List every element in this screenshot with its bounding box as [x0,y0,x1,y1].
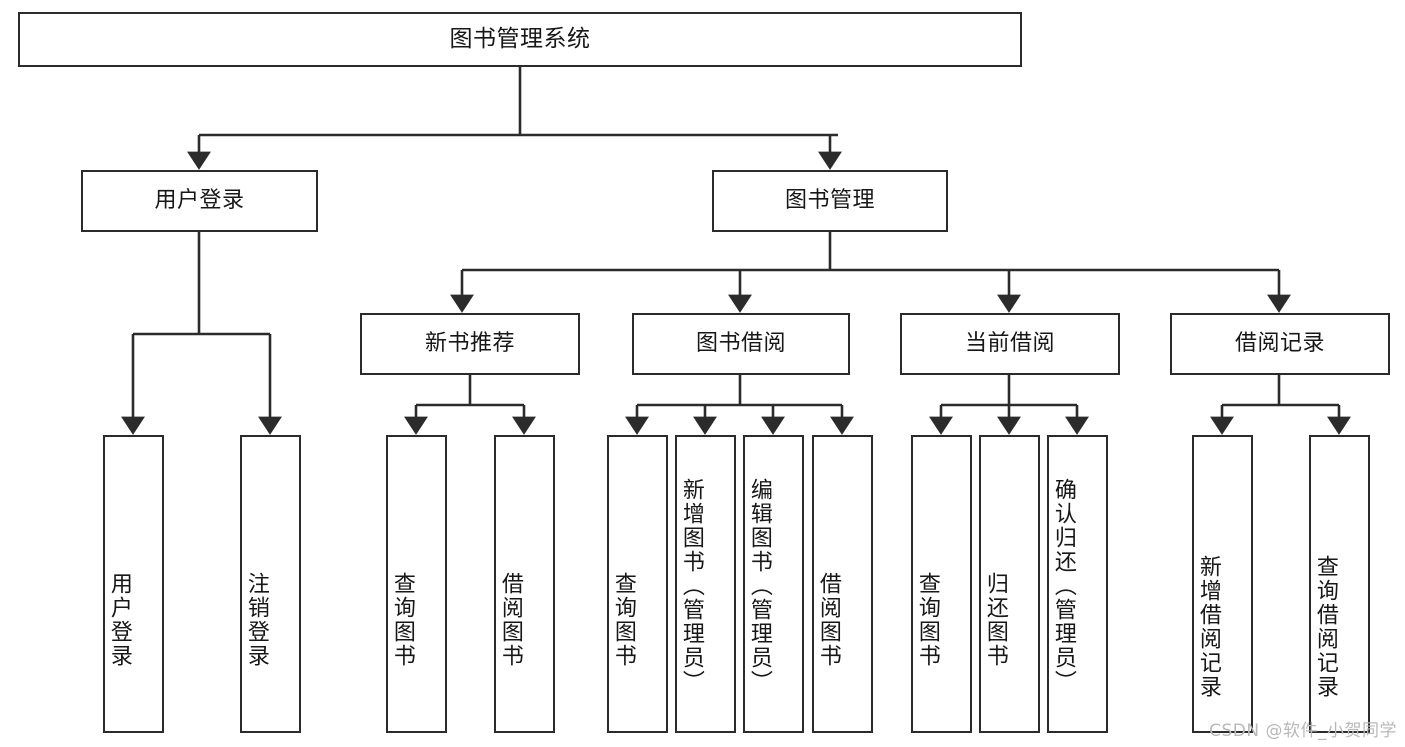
leaf-book-borrow-edit-book-admin[interactable]: 编辑图书（管理员） [743,435,804,733]
node-label: 借阅图书 [497,572,523,668]
leaf-borrow-record-query-record[interactable]: 查询借阅记录 [1309,435,1370,733]
node-label: 用户登录 [154,188,245,214]
node-label: 归还图书 [982,572,1008,668]
node-label: 借阅记录 [1234,331,1325,357]
node-borrow-record[interactable]: 借阅记录 [1170,313,1390,375]
leaf-current-borrow-confirm-return-admin[interactable]: 确认归还（管理员） [1047,435,1108,733]
node-new-book-recommend[interactable]: 新书推荐 [360,313,580,375]
leaf-new-book-query-book[interactable]: 查询图书 [386,435,447,733]
node-label: 查询借阅记录 [1312,555,1338,699]
leaf-new-book-borrow-book[interactable]: 借阅图书 [494,435,555,733]
node-label: 图书管理 [784,188,875,214]
node-book-management[interactable]: 图书管理 [712,170,948,232]
node-current-borrow[interactable]: 当前借阅 [900,313,1120,375]
node-label: 查询图书 [389,572,415,668]
node-label: 编辑图书（管理员） [746,478,772,694]
node-label: 当前借阅 [964,331,1055,357]
node-book-borrow[interactable]: 图书借阅 [632,313,850,375]
node-label: 注销登录 [243,572,269,668]
leaf-current-borrow-query-book[interactable]: 查询图书 [911,435,972,733]
node-label: 新书推荐 [424,331,515,357]
node-label: 查询图书 [610,572,636,668]
leaf-book-borrow-add-book-admin[interactable]: 新增图书（管理员） [675,435,736,733]
watermark: CSDN @软件_小贺同学 [1209,721,1397,741]
leaf-book-borrow-borrow-book[interactable]: 借阅图书 [812,435,873,733]
node-label: 用户登录 [106,572,132,668]
leaf-borrow-record-add-record[interactable]: 新增借阅记录 [1192,435,1253,733]
node-root-book-management-system[interactable]: 图书管理系统 [18,12,1022,67]
leaf-user-login[interactable]: 用户登录 [103,435,164,733]
node-label: 确认归还（管理员） [1050,478,1076,694]
leaf-current-borrow-return-book[interactable]: 归还图书 [979,435,1040,733]
node-label: 新增图书（管理员） [678,478,704,694]
node-label: 图书管理系统 [449,26,591,53]
node-label: 新增借阅记录 [1195,555,1221,699]
node-user-login[interactable]: 用户登录 [81,170,318,232]
leaf-book-borrow-query-book[interactable]: 查询图书 [607,435,668,733]
node-label: 借阅图书 [815,572,841,668]
leaf-logout[interactable]: 注销登录 [240,435,301,733]
node-label: 查询图书 [914,572,940,668]
node-label: 图书借阅 [695,331,786,357]
